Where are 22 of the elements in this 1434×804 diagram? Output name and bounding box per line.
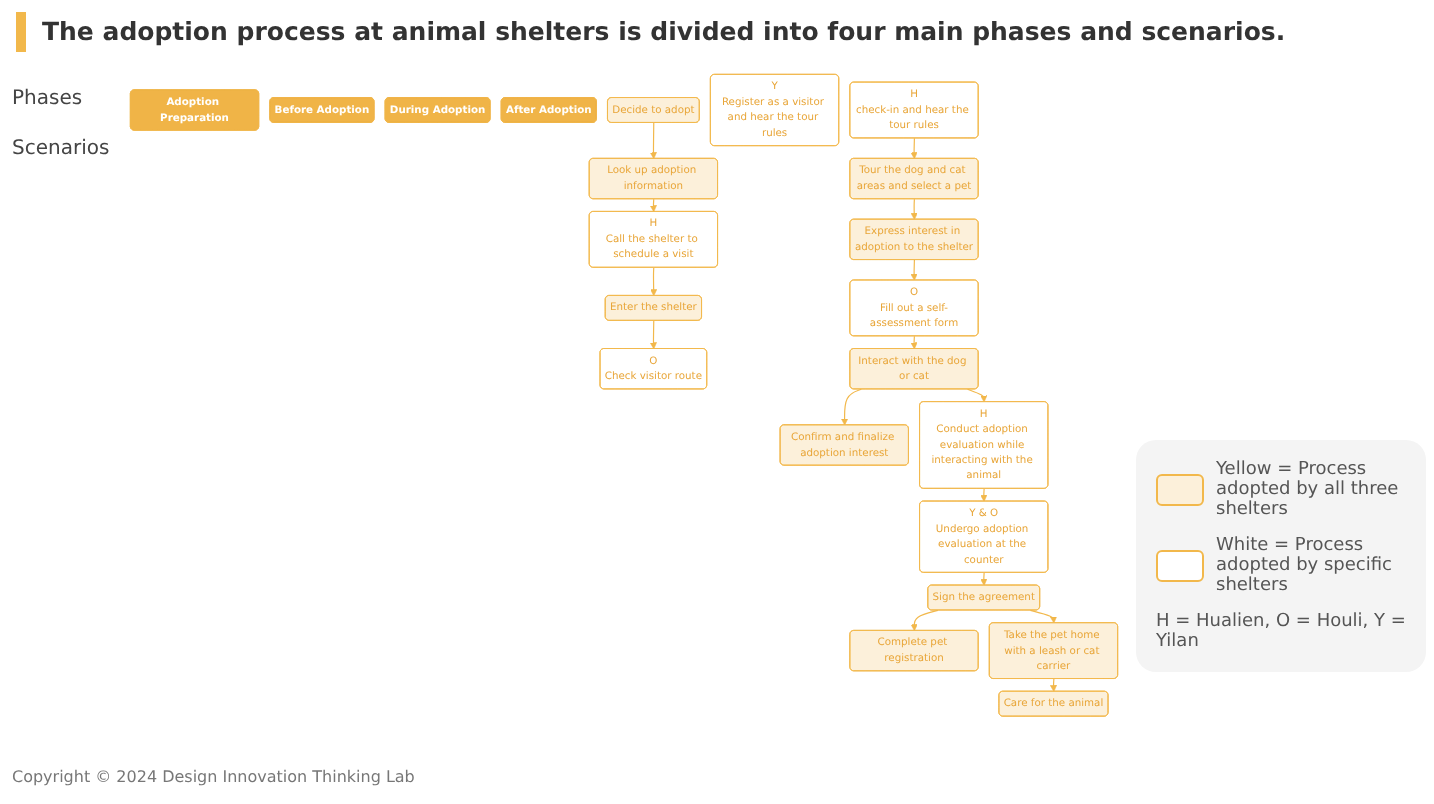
arrow <box>650 267 658 297</box>
row-label: Scenarios <box>12 138 112 160</box>
arrow <box>910 137 918 160</box>
legend-text: White = Process adopted by specific shelters <box>1216 536 1394 596</box>
arrow <box>1029 609 1057 624</box>
arrow <box>910 335 918 350</box>
arrow <box>910 609 939 632</box>
legend-text: Yellow = Process adopted by all three shelters <box>1216 460 1401 520</box>
title: The adoption process at animal shelters is divided into four main phases and scenarios. <box>16 12 1286 52</box>
arrow <box>980 572 988 586</box>
arrow <box>910 259 918 281</box>
arrow <box>649 320 657 350</box>
arrow <box>966 388 988 403</box>
row-label: Phases <box>12 88 85 110</box>
arrow <box>649 122 657 160</box>
legend-note: H = Hualien, O = Houli, Y = Yilan <box>1156 612 1406 652</box>
copyright-note: Copyright © 2024 Design Innovation Thinking Lab <box>12 768 415 786</box>
arrow <box>980 488 988 502</box>
arrow <box>841 388 862 426</box>
arrow <box>910 198 918 220</box>
arrow <box>649 198 657 213</box>
arrow <box>1050 678 1057 692</box>
